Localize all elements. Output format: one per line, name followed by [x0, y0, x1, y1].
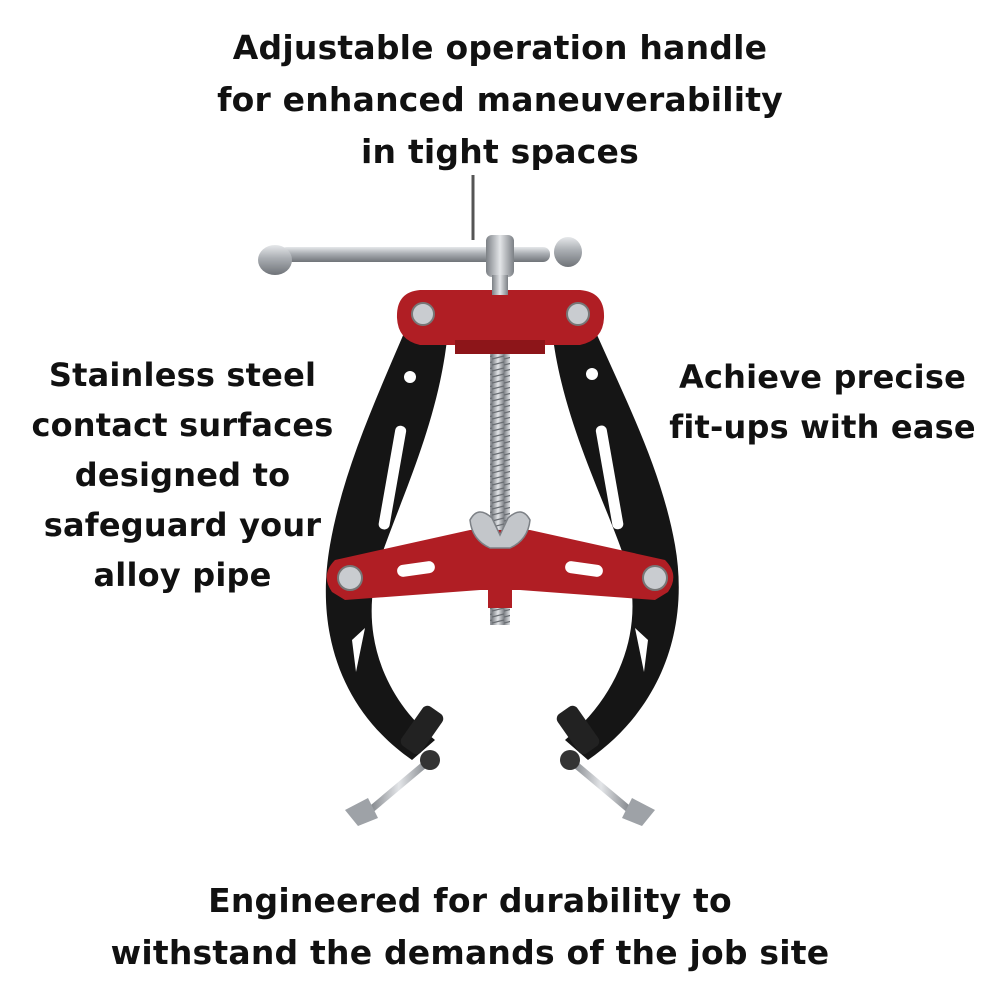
arm-slot [352, 628, 365, 672]
wing-nut [469, 511, 531, 549]
left-feature-caption: Stainless steel contact surfaces designe… [10, 350, 355, 600]
caption-line: alloy pipe [93, 556, 272, 594]
operation-handle [258, 235, 582, 295]
left-jaw-screw [345, 750, 440, 826]
left-clamp-arm [325, 300, 448, 760]
right-clamp-arm [552, 300, 679, 760]
arm-hole [404, 371, 416, 383]
top-plate-flange [455, 340, 545, 354]
right-feature-caption: Achieve precise fit-ups with ease [650, 352, 995, 452]
caption-line: safeguard your [43, 506, 322, 544]
arm-slot [595, 425, 624, 530]
top-red-plate [396, 290, 605, 345]
right-jaw-screw [560, 750, 655, 826]
left-jaw-tip [400, 705, 444, 755]
crossbar-slot [565, 561, 603, 577]
bottom-feature-caption: Engineered for durability to withstand t… [40, 875, 900, 979]
caption-line: Stainless steel [48, 356, 317, 394]
hex-bolt [566, 302, 590, 326]
arm-hole [586, 368, 598, 380]
crossbar-slot [397, 561, 435, 577]
caption-line: designed to [74, 456, 291, 494]
caption-line: in tight spaces [361, 132, 639, 171]
top-feature-caption: Adjustable operation handle for enhanced… [100, 22, 900, 178]
caption-line: Achieve precise [679, 358, 966, 396]
lower-red-crossbar [326, 530, 674, 600]
caption-line: for enhanced maneuverability [217, 80, 783, 119]
caption-line: fit-ups with ease [669, 408, 976, 446]
caption-line: Engineered for durability to [208, 881, 732, 920]
hex-bolt [642, 565, 668, 591]
arm-slot [378, 425, 407, 530]
rod-end-cap [488, 590, 512, 608]
arm-slot [635, 628, 648, 672]
right-jaw-tip [556, 705, 600, 755]
caption-line: Adjustable operation handle [232, 28, 768, 67]
caption-line: withstand the demands of the job site [110, 933, 830, 972]
hex-bolt [411, 302, 435, 326]
hex-bolt [337, 565, 363, 591]
caption-line: contact surfaces [31, 406, 334, 444]
